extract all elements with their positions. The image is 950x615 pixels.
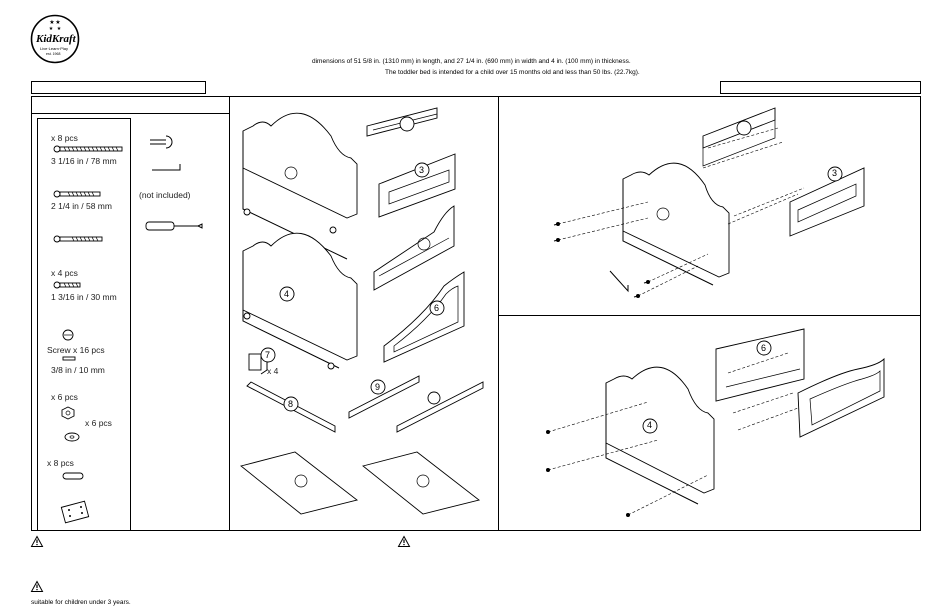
warning-icon [30, 535, 44, 547]
dowel-icon [62, 472, 84, 480]
age-warning-text: suitable for children under 3 years. [31, 599, 131, 606]
step2-bolts-icon [546, 430, 630, 517]
svg-text:★: ★ [57, 26, 62, 32]
step-lower-drawing [546, 328, 885, 517]
svg-text:★: ★ [55, 19, 60, 26]
part-3-number: 3 [419, 165, 425, 175]
bolt-78mm-icon [53, 145, 123, 153]
mattress-board-right-icon [362, 451, 481, 515]
screwdriver-icon [145, 221, 203, 231]
rail-9-icon [348, 375, 420, 419]
warning-icon [30, 580, 44, 592]
logo-brand: KidKraft [36, 33, 76, 45]
washer-qty: x 6 pcs [85, 418, 112, 428]
divider-parts [498, 96, 499, 531]
divider-steps [498, 315, 921, 316]
step2-guard-rail-icon [715, 328, 805, 402]
step2-number-4: 4 [647, 420, 653, 430]
svg-text:★: ★ [49, 26, 54, 32]
part-6-number: 6 [434, 303, 440, 313]
step1-panel-3-icon [789, 167, 865, 237]
part-7-number: 7 [265, 350, 271, 360]
svg-text:★: ★ [49, 19, 54, 26]
part-9-number: 9 [375, 382, 381, 392]
bolt78-size: 3 1/16 in / 78 mm [51, 156, 117, 166]
kidkraft-logo: ★ ★ ★ ★ KidKraft Live·Learn·Play est. 19… [30, 14, 80, 64]
washer-icon [64, 432, 80, 442]
dowel-qty: x 8 pcs [47, 458, 74, 468]
step1-allen-key-icon [609, 270, 629, 293]
bracket-plate-icon [60, 500, 90, 524]
panel-3-icon [378, 153, 456, 218]
step1-bolts-icon [553, 222, 650, 298]
left-heading-box [31, 81, 206, 94]
step1-number-3: 3 [832, 168, 838, 178]
bolt58-size: 2 1/4 in / 58 mm [51, 201, 112, 211]
mattress-board-left-icon [240, 451, 359, 515]
panel-6-icon [383, 271, 465, 363]
step2-number-6: 6 [761, 343, 767, 353]
guard-rail-top-icon [366, 107, 438, 137]
warning-icon [397, 535, 411, 547]
step2-headboard-icon [605, 366, 715, 505]
guard-side-icon [373, 205, 455, 291]
nut-qty: x 6 pcs [51, 392, 78, 402]
bolt-58mm-icon [53, 190, 101, 198]
right-heading-box [720, 81, 921, 94]
logo-est: est. 1968 [46, 52, 61, 56]
step2-panel-6-icon [797, 357, 885, 438]
not-included-label: (not included) [139, 190, 191, 200]
divider-hardware [229, 96, 230, 531]
rail-long-icon [396, 381, 484, 433]
dimensions-text: dimensions of 51 5/8 in. (1310 mm) in le… [312, 58, 631, 65]
bolt78-qty: x 8 pcs [51, 133, 78, 143]
step1-guard-rail-icon [702, 107, 776, 167]
logo-tagline: Live·Learn·Play [40, 46, 69, 51]
nut-icon [61, 406, 75, 420]
hardware-drawings [53, 135, 203, 524]
part-7-qty: x 4 [267, 366, 279, 376]
bolt-30mm-icon [53, 281, 81, 289]
bolt30-qty: x 4 pcs [51, 268, 78, 278]
hardware-title-box [31, 96, 230, 114]
screw-qty: Screw x 16 pcs [47, 345, 105, 355]
step1-headboard-icon [622, 162, 730, 286]
bolt-medium-icon [53, 235, 103, 243]
screw-icon [62, 329, 76, 361]
part-8-number: 8 [288, 399, 294, 409]
wrench-icon [150, 135, 173, 149]
bolt30-size: 1 3/16 in / 30 mm [51, 292, 117, 302]
panel-4-icon [242, 232, 358, 370]
parts-drawings [240, 107, 484, 515]
hardware-list-box [37, 118, 131, 531]
screw-size: 3/8 in / 10 mm [51, 365, 105, 375]
age-weight-text: The toddler bed is intended for a child … [385, 69, 640, 76]
allen-key-icon [152, 164, 181, 171]
main-frame [31, 96, 921, 531]
step-upper-drawing [553, 107, 865, 298]
part-4-number: 4 [284, 289, 290, 299]
